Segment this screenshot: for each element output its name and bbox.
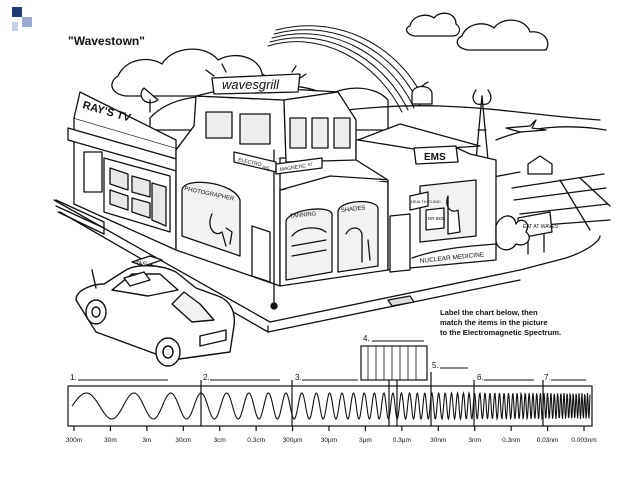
wavelength-tick-label: 30μm <box>321 437 337 444</box>
blank-label-7: 7. <box>544 373 551 382</box>
blank-label-3: 3. <box>295 373 302 382</box>
rainbow <box>267 25 427 113</box>
tick-marks <box>73 426 585 431</box>
cloud-top <box>405 12 461 37</box>
taxi <box>75 255 236 367</box>
electro-sign-b: AVE <box>262 164 271 171</box>
wavelength-tick-label: 30nm <box>430 437 446 444</box>
hill-right <box>495 126 607 141</box>
instruction-line-1: Label the chart below, then <box>440 308 538 317</box>
wavelength-tick-label: 0.3cm <box>247 437 265 444</box>
wavelength-tick-label: 0.3μm <box>393 437 411 444</box>
cloud-right <box>456 19 549 51</box>
rays-tv-building <box>55 87 181 251</box>
corner-square-light-2 <box>12 22 18 31</box>
wavelength-tick-label: 0.003nm <box>571 437 596 444</box>
tanning-building <box>279 175 393 287</box>
wavelength-tick-label: 300m <box>66 437 82 444</box>
barn <box>527 155 553 175</box>
fields <box>487 171 611 231</box>
health-clinic-sign: HEALTH CLINIC <box>411 199 441 204</box>
instruction-line-2: match the items in the picture <box>440 318 548 327</box>
tanning-sign: TANNING <box>290 211 317 220</box>
visible-light-lines <box>367 346 417 380</box>
bushes <box>495 215 530 251</box>
ems-sign: EMS <box>424 152 446 163</box>
blank-label-2: 2. <box>203 373 210 382</box>
blank-label-5: 5. <box>432 361 439 370</box>
blank-label-4: 4. <box>363 334 370 343</box>
em-wave <box>71 390 591 422</box>
airplane <box>505 119 547 133</box>
center-building <box>175 63 357 310</box>
corner-square-dark <box>12 7 22 17</box>
wavelength-tick-labels: 300m 30m 3m 30cm 3cm 0.3cm 300μm 30μm 3μm 0.3μm 30… <box>66 437 597 444</box>
wavelength-tick-label: 30m <box>104 437 117 444</box>
wavelength-tick-label: 30cm <box>175 437 191 444</box>
dr-bob-sign: DR BOB <box>428 216 445 221</box>
eat-sign: EAT AT WAVES <box>523 224 559 230</box>
instruction-line-3: to the Electromagnetic Spectrum. <box>440 328 562 337</box>
visible-light-block <box>360 345 428 381</box>
wavelength-tick-label: 3cm <box>214 437 226 444</box>
ground <box>53 199 601 323</box>
taxi-sign: TAXI <box>136 261 147 267</box>
wavelength-tick-label: 0.3nm <box>502 437 520 444</box>
instructions: Label the chart below, then match the it… <box>440 308 610 338</box>
slide-title: "Wavestown" <box>68 34 145 48</box>
grate <box>387 295 415 307</box>
ems-clinic <box>355 123 497 273</box>
blank-label-1: 1. <box>70 373 77 382</box>
observatory <box>411 85 433 105</box>
magnetic-sign-b: ST <box>307 161 313 167</box>
blank-answer-lines <box>78 340 586 381</box>
electro-sign: ELECTRO <box>238 157 262 168</box>
shades-sign: SHADES <box>341 205 366 214</box>
wavelength-tick-label: 3m <box>142 437 151 444</box>
corner-square-light <box>22 17 32 27</box>
magnetic-sign: MAGNETIC <box>279 163 306 173</box>
radio-tower <box>472 89 492 161</box>
grill-sign: wavesgrill <box>222 77 280 92</box>
wavelength-tick-label: 300μm <box>283 437 303 444</box>
wavelength-tick-label: 3nm <box>468 437 481 444</box>
wavelength-tick-label: 0.03nm <box>537 437 559 444</box>
wavelength-tick-label: 3μm <box>359 437 372 444</box>
blank-label-6: 6. <box>477 373 484 382</box>
